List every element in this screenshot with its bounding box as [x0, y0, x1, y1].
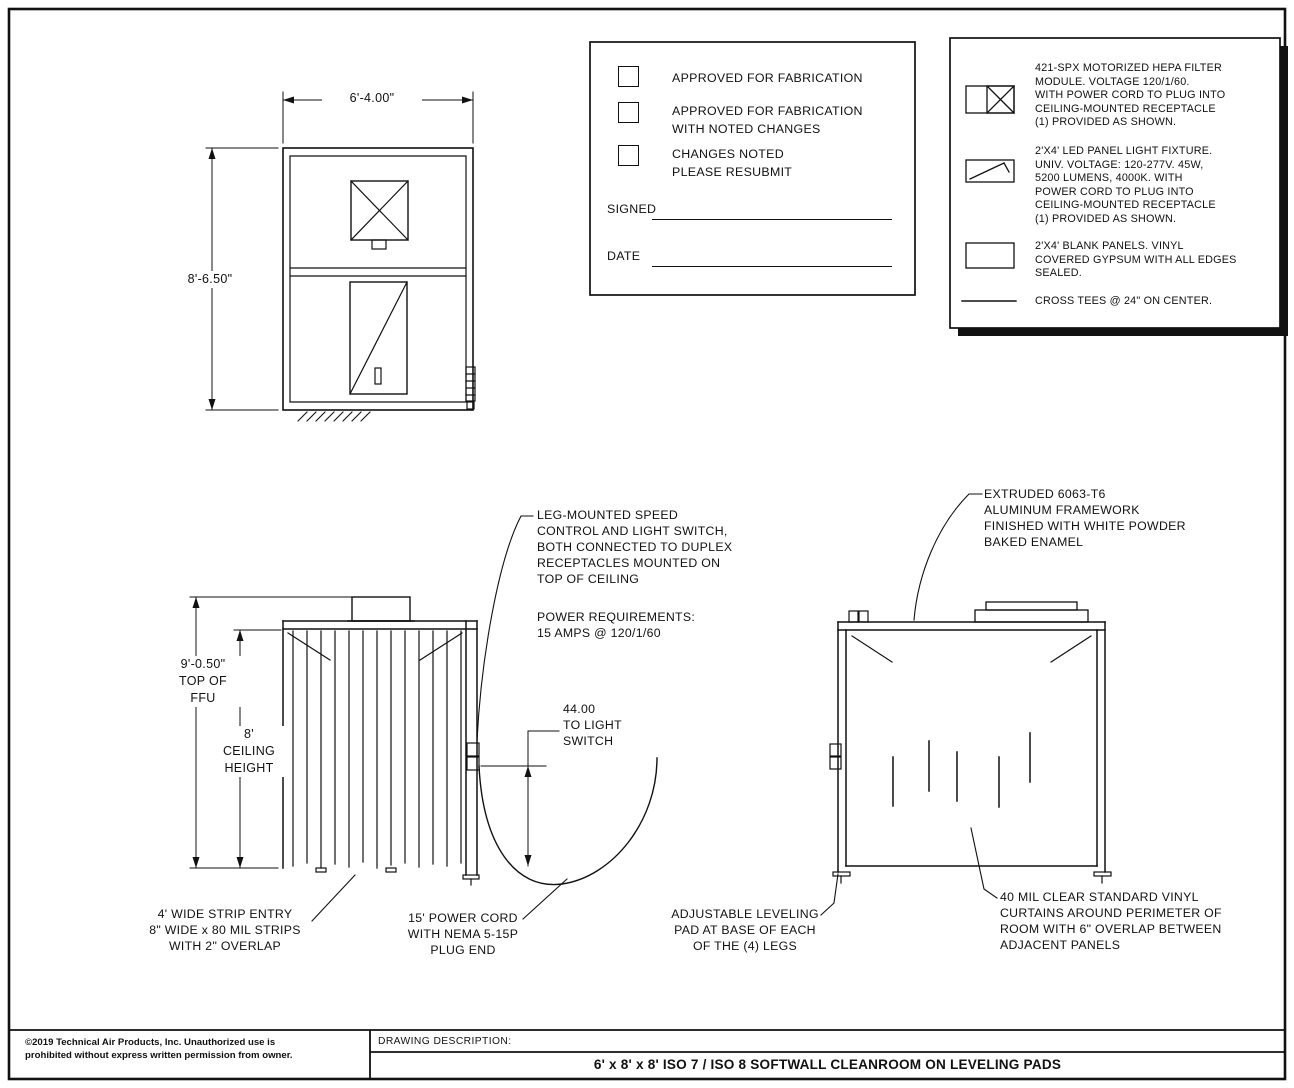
light-switch-dimension: 44.00 TO LIGHT SWITCH: [563, 702, 622, 748]
legend-item-cross-tees: CROSS TEES @ 24" ON CENTER.: [1035, 295, 1213, 307]
left-leaders: [311, 515, 568, 922]
curtain-overlap-marks: [892, 732, 1031, 808]
switch-note: LEG-MOUNTED SPEED CONTROL AND LIGHT SWIT…: [537, 508, 733, 586]
strip-curtains: [292, 630, 462, 869]
speed-control-switch-right: [829, 743, 842, 770]
side-elevation-right: [829, 601, 1112, 884]
blank-panel-symbol: [965, 242, 1015, 269]
ffu-height-dimension: 9'-0.50" TOP OF FFU: [158, 656, 248, 707]
approval-box: [589, 41, 916, 296]
ffu-side: [974, 601, 1089, 623]
front-panel: [349, 281, 408, 395]
approval-option-3-label: CHANGES NOTED PLEASE RESUBMIT: [672, 147, 793, 179]
hepa-module-front: [350, 180, 409, 250]
led-panel-symbol: [965, 159, 1015, 183]
approval-option-1-label: APPROVED FOR FABRICATION: [672, 71, 863, 85]
checkbox-approved-for-fabrication[interactable]: [618, 66, 639, 87]
legend-item-led: 2'X4' LED PANEL LIGHT FIXTURE. UNIV. VOL…: [1035, 145, 1216, 225]
approval-option-2-label: APPROVED FOR FABRICATION WITH NOTED CHAN…: [672, 104, 863, 136]
curtains-note: 40 MIL CLEAR STANDARD VINYL CURTAINS ARO…: [1000, 890, 1222, 952]
signed-label: SIGNED: [607, 202, 657, 216]
side-elevation-dimensions: [189, 596, 560, 869]
front-width-dimension: 6'-4.00": [322, 90, 422, 107]
legend-item-blank-panels: 2'X4' BLANK PANELS. VINYL COVERED GYPSUM…: [1035, 240, 1237, 280]
front-dimensions: [205, 91, 474, 411]
date-label: DATE: [607, 249, 641, 263]
checkbox-changes-noted[interactable]: [618, 145, 639, 166]
ground-hatch: [297, 411, 371, 422]
power-cord-loop: [478, 757, 658, 886]
side-elevation-left: [282, 596, 658, 886]
drawing-description-label: DRAWING DESCRIPTION:: [378, 1036, 512, 1047]
ceiling-receptacles: [848, 610, 869, 623]
power-cord-note: 15' POWER CORD WITH NEMA 5-15P PLUG END: [407, 911, 519, 957]
power-requirements-note: POWER REQUIREMENTS: 15 AMPS @ 120/1/60: [537, 610, 696, 640]
front-height-dimension: 8'-6.50": [162, 271, 258, 288]
copyright-notice: ©2019 Technical Air Products, Inc. Unaut…: [25, 1037, 293, 1061]
leveling-pads: [832, 871, 1112, 884]
drawing-description: 6' x 8' x 8' ISO 7 / ISO 8 SOFTWALL CLEA…: [593, 1057, 1062, 1072]
legend-box: [949, 37, 1288, 336]
hepa-filter-symbol: [965, 85, 1015, 114]
leg-feet: [315, 867, 480, 886]
legend-item-hepa: 421-SPX MOTORIZED HEPA FILTER MODULE. VO…: [1035, 62, 1226, 129]
front-elevation: [282, 147, 476, 422]
date-line[interactable]: [652, 246, 892, 267]
power-cord-coil: [465, 366, 476, 410]
framework-note: EXTRUDED 6063-T6 ALUMINUM FRAMEWORK FINI…: [984, 487, 1186, 549]
strip-entry-note: 4' WIDE STRIP ENTRY 8" WIDE x 80 MIL STR…: [149, 907, 301, 953]
ceiling-height-dimension: 8' CEILING HEIGHT: [210, 726, 288, 777]
checkbox-approved-with-changes[interactable]: [618, 102, 639, 123]
leveling-pad-note: ADJUSTABLE LEVELING PAD AT BASE OF EACH …: [671, 907, 819, 953]
speed-control-switch: [466, 742, 480, 771]
signed-line[interactable]: [652, 199, 892, 220]
right-leaders: [820, 493, 998, 916]
sheet-border: [7, 7, 1287, 1081]
